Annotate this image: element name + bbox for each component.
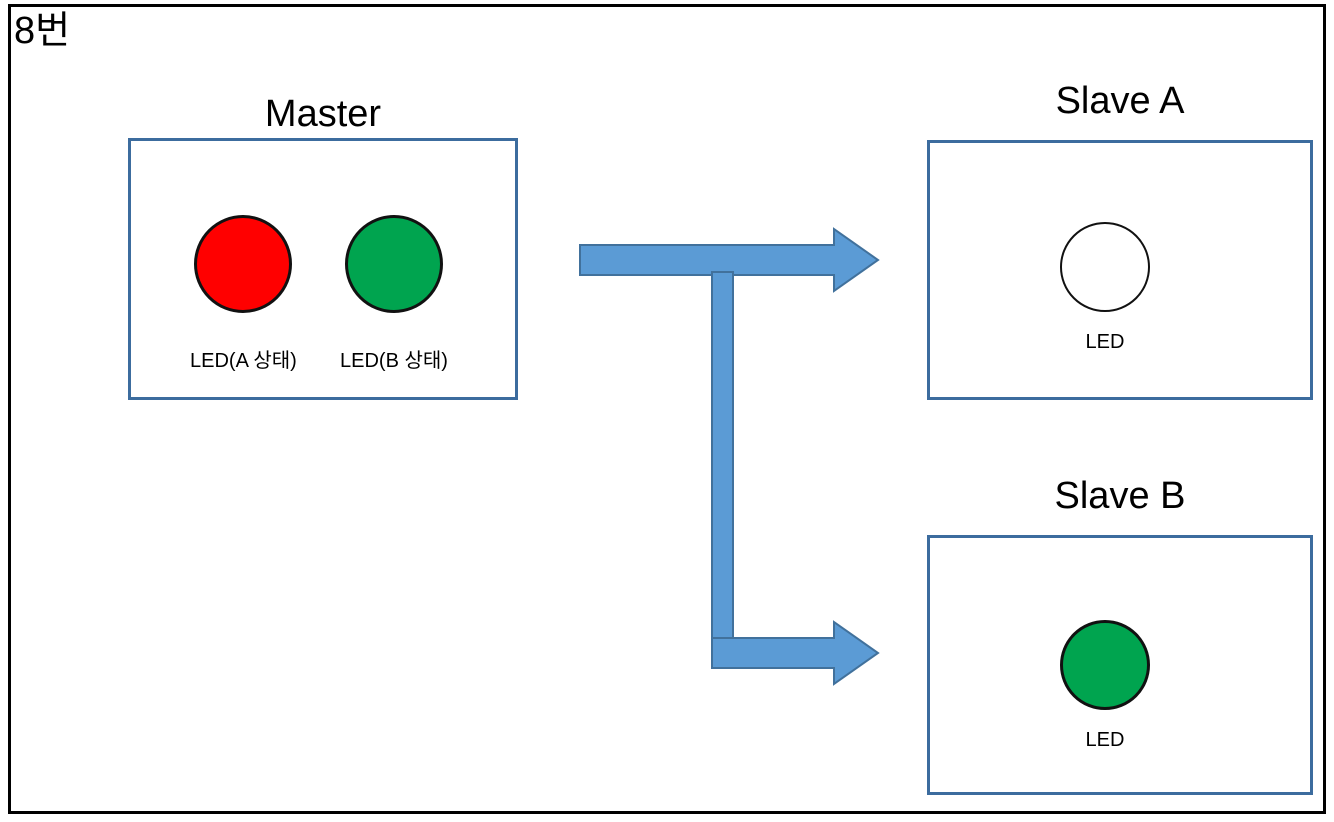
led-indicator-icon: [1060, 222, 1150, 312]
led-label-master-b: LED(B 상태): [340, 350, 448, 372]
led-indicator-icon: [344, 215, 443, 313]
led-group-slave-a: LED: [1060, 222, 1150, 352]
arrow-right-icon: [711, 620, 880, 686]
led-label-slave-b: LED: [1085, 729, 1125, 751]
panel-caption-slave-b: Slave B: [1054, 475, 1186, 517]
connector-stem: [711, 271, 734, 661]
led-group-master-a: LED(A 상태): [190, 215, 297, 371]
led-label-slave-a: LED: [1085, 331, 1125, 353]
led-group-master-b: LED(B 상태): [340, 215, 448, 371]
panel-master: [128, 138, 518, 400]
panel-caption-slave-a: Slave A: [1055, 80, 1185, 122]
led-indicator-icon: [194, 215, 293, 313]
arrow-right-icon: [579, 227, 880, 293]
page-title: 8번: [14, 10, 71, 52]
led-label-master-a: LED(A 상태): [190, 350, 297, 372]
broadcast-split-arrow: [570, 225, 890, 690]
led-group-slave-b: LED: [1060, 620, 1150, 750]
led-indicator-icon: [1060, 620, 1150, 710]
panel-caption-master: Master: [264, 93, 382, 135]
